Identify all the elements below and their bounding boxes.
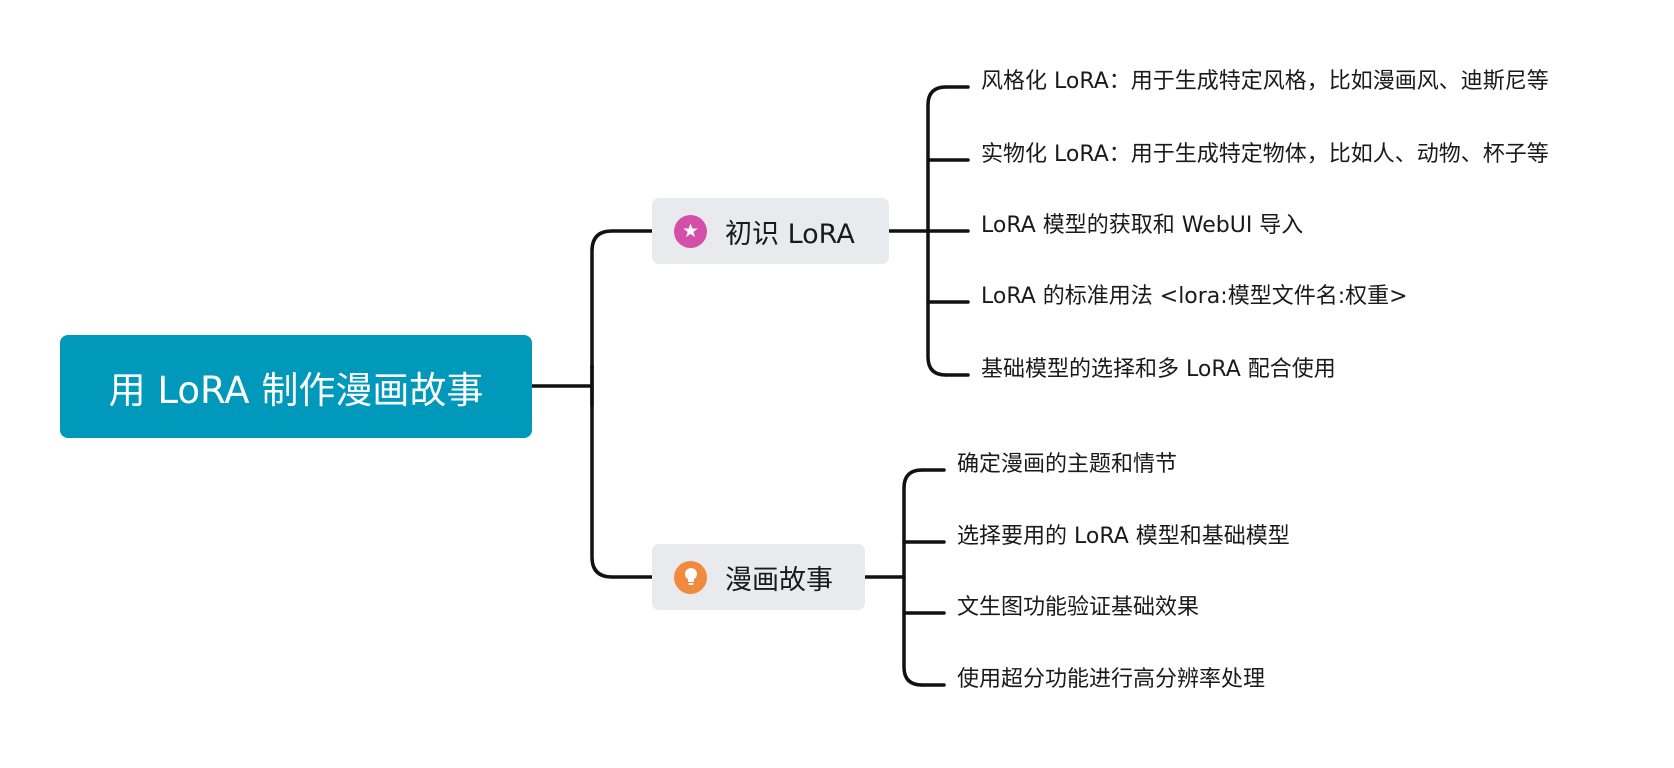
leaf-topic[interactable]: 选择要用的 LoRA 模型和基础模型 — [957, 524, 1290, 549]
leaf-topic[interactable]: 使用超分功能进行高分辨率处理 — [957, 667, 1266, 692]
branch-topic-label: 漫画故事 — [725, 564, 833, 596]
root-topic-label: 用 LoRA 制作漫画故事 — [108, 368, 484, 412]
lightbulb-icon — [674, 560, 707, 594]
root-topic[interactable]: 用 LoRA 制作漫画故事 — [60, 335, 532, 438]
branch-2-spine — [902, 468, 924, 687]
leaf-topic[interactable]: LoRA 的标准用法 <lora:模型文件名:权重> — [981, 284, 1408, 309]
leaf-topic[interactable]: 风格化 LoRA：用于生成特定风格，比如漫画风、迪斯尼等 — [981, 69, 1549, 94]
branch-topic-comic-story[interactable]: 漫画故事 — [652, 544, 865, 610]
leaf-topic[interactable]: LoRA 模型的获取和 WebUI 导入 — [981, 213, 1304, 238]
star-icon: ★ — [674, 214, 707, 248]
leaf-topic[interactable]: 确定漫画的主题和情节 — [957, 452, 1178, 477]
trunk-to-branch-2 — [590, 364, 654, 579]
leaf-topic[interactable]: 文生图功能验证基础效果 — [957, 595, 1200, 620]
leaf-topic[interactable]: 基础模型的选择和多 LoRA 配合使用 — [981, 357, 1336, 382]
branch-topic-label: 初识 LoRA — [725, 218, 855, 250]
branch-topic-intro-lora[interactable]: ★ 初识 LoRA — [652, 198, 889, 264]
leaf-topic[interactable]: 实物化 LoRA：用于生成特定物体，比如人、动物、杯子等 — [981, 142, 1549, 167]
trunk-to-branch-1 — [590, 229, 654, 368]
